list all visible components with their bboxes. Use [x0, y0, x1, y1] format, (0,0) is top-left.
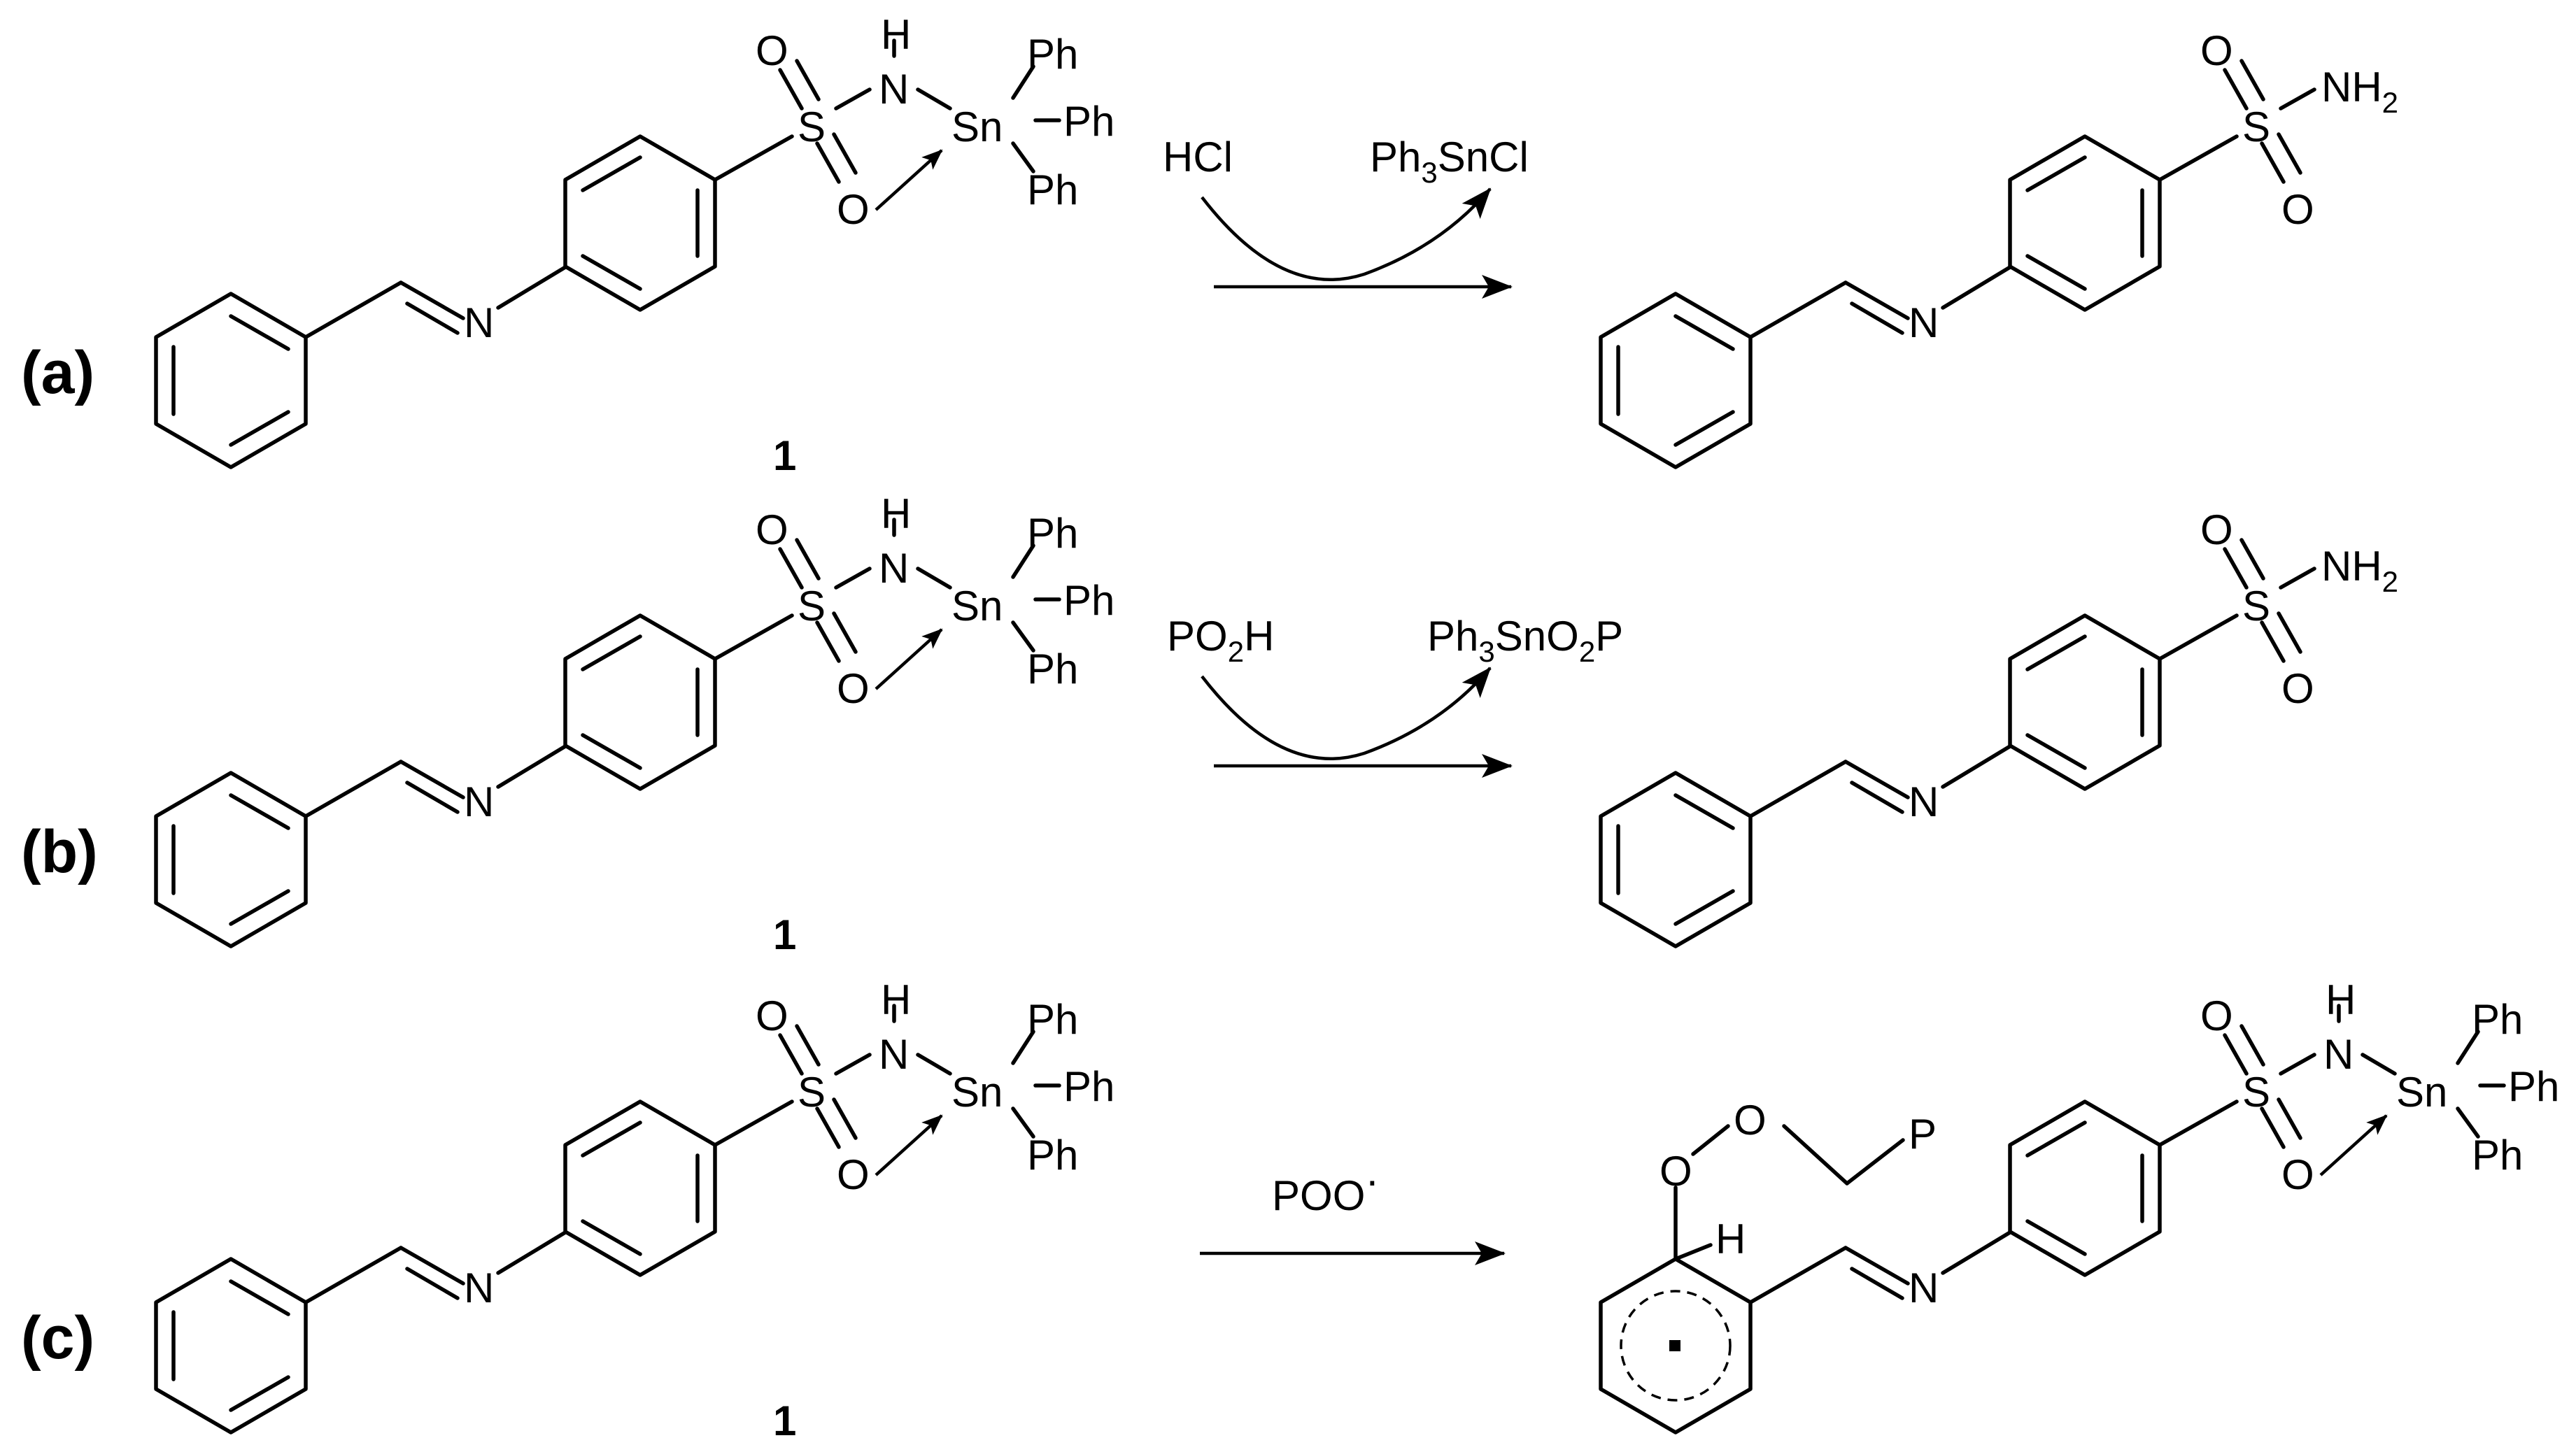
atom-O: O [2281, 665, 2314, 712]
atom-Ph: Ph [2472, 1132, 2523, 1179]
compound-number: 1 [773, 432, 796, 479]
atom-Ph: Ph [1063, 577, 1114, 624]
atom-Ph: Ph [1027, 166, 1078, 213]
atom-O: O [756, 992, 788, 1039]
atom-N: N [2323, 1031, 2354, 1078]
atom-Ph: Ph [1027, 510, 1078, 557]
atom-O: O [1734, 1097, 1767, 1144]
atom-Ph: Ph [1027, 646, 1078, 692]
reagent: PO2H [1167, 613, 1274, 668]
atom-O: O [2281, 186, 2314, 233]
atom-P: P [1909, 1111, 1937, 1158]
row-c: (c) [21, 976, 2559, 1444]
atom-N: N [464, 778, 494, 825]
atom-O: O [756, 506, 788, 553]
reagent: HCl [1163, 134, 1233, 180]
atom-O: O [2200, 992, 2233, 1039]
byproduct: Ph3SnCl [1370, 134, 1529, 189]
row-tag: (c) [21, 1304, 94, 1372]
atom-S: S [2242, 1069, 2270, 1116]
atom-S: S [798, 583, 826, 629]
compound-1: O S O N H Sn Ph Ph Ph N [154, 11, 1114, 469]
row-a: (a) [21, 11, 2398, 479]
atom-Sn: Sn [951, 104, 1003, 150]
atom-O: O [1659, 1148, 1692, 1195]
atom-Sn: Sn [951, 583, 1003, 629]
atom-O: O [2281, 1151, 2314, 1198]
row-tag: (a) [21, 339, 94, 406]
atom-O: O [837, 1151, 870, 1198]
atom-N: N [1909, 778, 1939, 825]
atom-NH2: NH2 [2321, 64, 2398, 119]
product-sulfonamide: O S O NH2 N [1599, 506, 2398, 948]
curved-arrow [1201, 667, 1492, 760]
atom-Sn: Sn [2396, 1069, 2447, 1116]
curved-arrow [1201, 187, 1492, 281]
atom-O: O [837, 186, 870, 233]
atom-Ph: Ph [2508, 1063, 2559, 1110]
atom-H: H [2326, 976, 2356, 1023]
atom-H: H [881, 976, 911, 1023]
atom-Ph: Ph [2472, 996, 2523, 1043]
atom-S: S [2242, 104, 2270, 150]
atom-O: O [756, 27, 788, 74]
reagent: POO· [1272, 1157, 1379, 1219]
atom-H: H [881, 490, 911, 537]
atom-N: N [879, 66, 909, 113]
atom-N: N [879, 545, 909, 592]
product-sulfonamide: O S O NH2 N [1599, 27, 2398, 469]
compound-1: O S O N H Sn Ph Ph Ph N [154, 490, 1114, 948]
delocalized-ring [1620, 1290, 1732, 1402]
atom-N: N [1909, 1265, 1939, 1311]
atom-O: O [837, 665, 870, 712]
atom-NH2: NH2 [2321, 543, 2398, 598]
product-radical-adduct: O O P H N [1599, 976, 2559, 1435]
atom-S: S [2242, 583, 2270, 629]
atom-S: S [798, 1069, 826, 1116]
atom-O: O [2200, 27, 2233, 74]
atom-Ph: Ph [1027, 31, 1078, 78]
atom-N: N [1909, 299, 1939, 346]
radical-dot [1669, 1340, 1680, 1351]
compound-number: 1 [773, 911, 796, 958]
atom-S: S [798, 104, 826, 150]
atom-N: N [464, 1265, 494, 1311]
atom-N: N [879, 1031, 909, 1078]
compound-number: 1 [773, 1397, 796, 1444]
atom-Ph: Ph [1027, 1132, 1078, 1179]
atom-H: H [1715, 1216, 1746, 1262]
atom-N: N [464, 299, 494, 346]
atom-Sn: Sn [951, 1069, 1003, 1116]
atom-Ph: Ph [1063, 98, 1114, 145]
atom-Ph: Ph [1027, 996, 1078, 1043]
atom-O: O [2200, 506, 2233, 553]
row-b: (b) [21, 490, 2398, 958]
atom-H: H [881, 11, 911, 58]
atom-Ph: Ph [1063, 1063, 1114, 1110]
row-tag: (b) [21, 818, 98, 885]
byproduct: Ph3SnO2P [1427, 613, 1623, 668]
compound-1: O S O N H Sn Ph Ph Ph N [154, 976, 1114, 1435]
